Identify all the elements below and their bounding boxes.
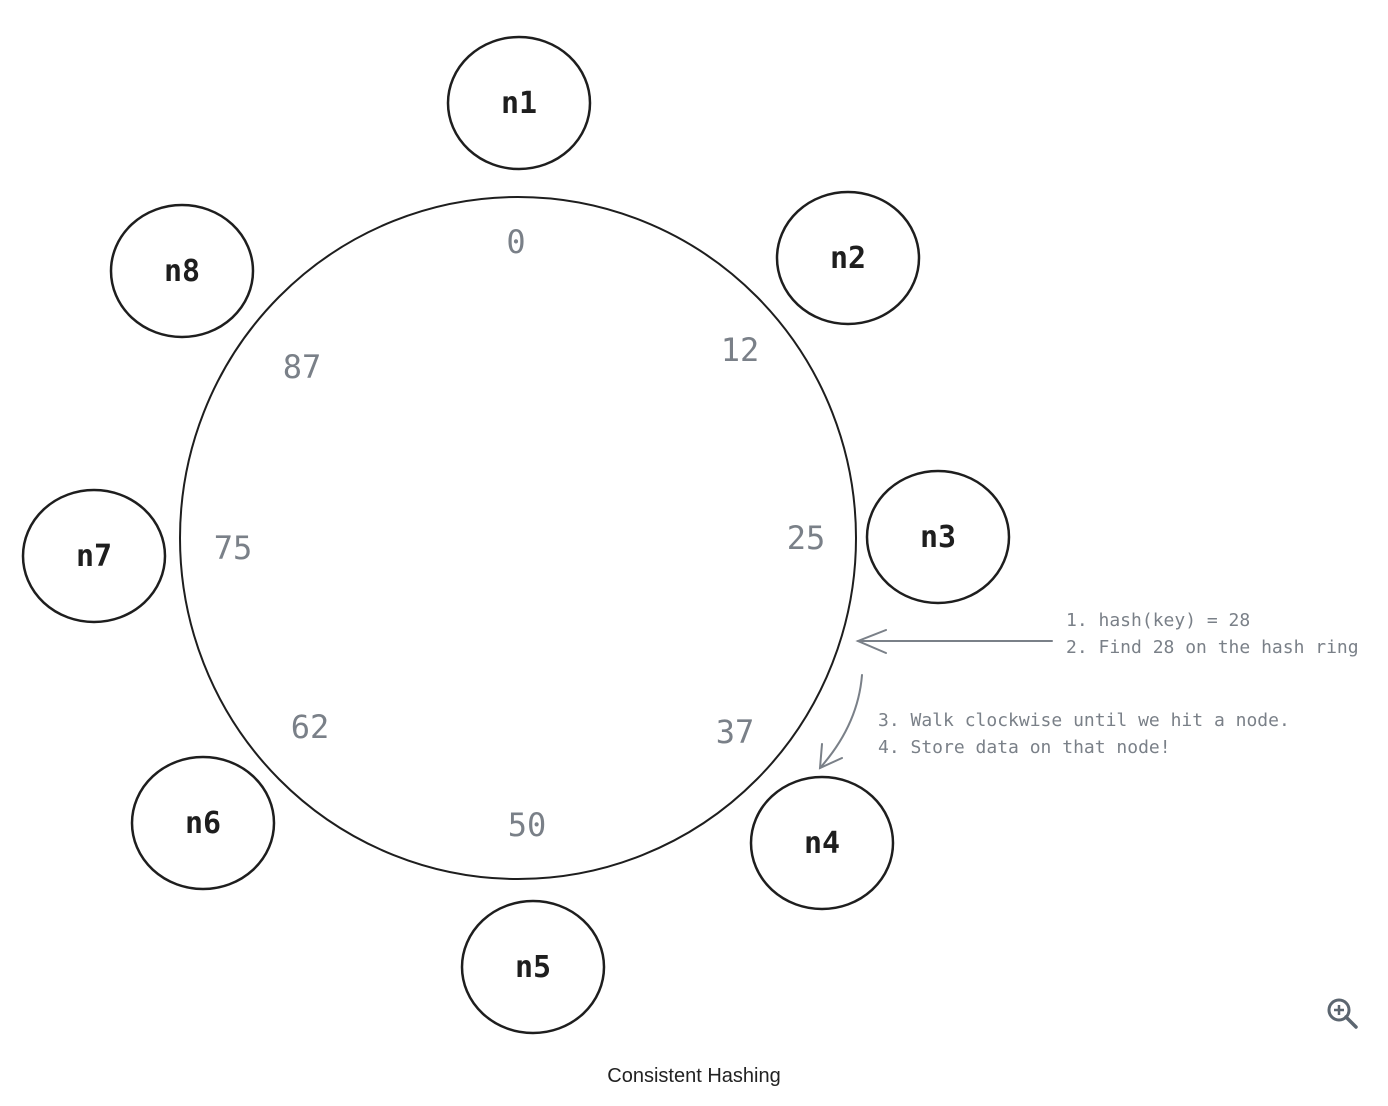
note-step-3: 3. Walk clockwise until we hit a node. bbox=[878, 710, 1290, 731]
node-n1: n1 bbox=[446, 35, 592, 171]
node-circle bbox=[446, 35, 592, 171]
node-circle bbox=[21, 488, 167, 624]
lookup-arrow bbox=[855, 629, 1053, 654]
node-label: n8 bbox=[164, 254, 200, 289]
ring-position-label: 37 bbox=[716, 713, 755, 751]
ring-position-label: 87 bbox=[283, 348, 322, 386]
node-circle bbox=[749, 775, 895, 911]
node-n4: n4 bbox=[749, 775, 895, 911]
node-circle bbox=[109, 203, 255, 339]
node-circle bbox=[130, 755, 276, 891]
hash-ring bbox=[179, 196, 857, 880]
note-step-2: 2. Find 28 on the hash ring bbox=[1066, 637, 1359, 658]
ring-position-label: 0 bbox=[506, 223, 525, 261]
node-n3: n3 bbox=[865, 469, 1011, 605]
ring-position-label: 25 bbox=[787, 519, 826, 557]
node-n7: n7 bbox=[21, 488, 167, 624]
ring-position-label: 75 bbox=[214, 529, 253, 567]
node-label: n1 bbox=[501, 86, 537, 121]
node-circle bbox=[865, 469, 1011, 605]
ring-position-label: 50 bbox=[508, 806, 547, 844]
note-step-1: 1. hash(key) = 28 bbox=[1066, 610, 1250, 631]
node-circle bbox=[460, 899, 606, 1035]
node-n8: n8 bbox=[109, 203, 255, 339]
clockwise-arrow bbox=[818, 674, 863, 770]
figure-caption: Consistent Hashing bbox=[607, 1065, 781, 1087]
node-label: n5 bbox=[515, 950, 551, 985]
node-n5: n5 bbox=[460, 899, 606, 1035]
node-label: n3 bbox=[920, 520, 956, 555]
zoom-in-icon bbox=[1327, 998, 1358, 1029]
note-step-4: 4. Store data on that node! bbox=[878, 737, 1171, 758]
node-label: n6 bbox=[185, 806, 221, 841]
ring-position-label: 62 bbox=[291, 708, 330, 746]
node-n2: n2 bbox=[775, 190, 921, 326]
node-n6: n6 bbox=[130, 755, 276, 891]
zoom-in-button[interactable] bbox=[1322, 994, 1362, 1034]
node-label: n7 bbox=[76, 539, 112, 574]
node-circle bbox=[775, 190, 921, 326]
node-label: n2 bbox=[830, 241, 866, 276]
node-label: n4 bbox=[804, 826, 840, 861]
ring-position-label: 12 bbox=[721, 331, 760, 369]
